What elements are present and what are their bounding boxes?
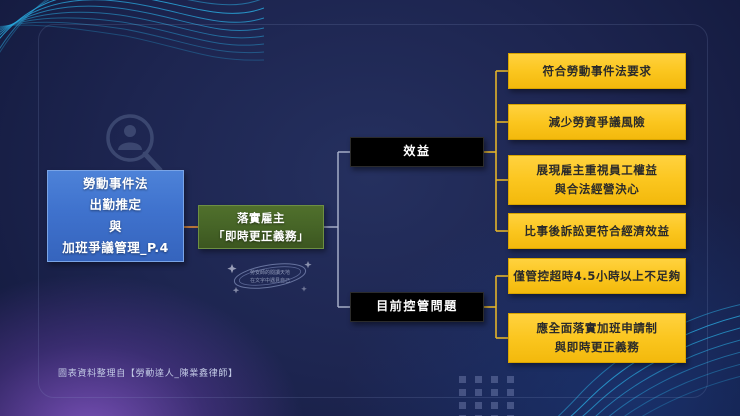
leaf-5-line-2: 與即時更正義務 <box>554 340 640 354</box>
branch-issues-label: 目前控管問題 <box>376 299 458 314</box>
sparkle-swirl-logo: 勞安師的閱讀天地 在文字中遇見自己 <box>218 256 322 296</box>
swirl-decoration-top-left <box>0 0 264 128</box>
leaf-2-line-1: 展現雇主重視員工權益 <box>536 163 658 178</box>
source-caption: 圖表資料整理自【勞動達人_陳業鑫律師】 <box>58 369 238 379</box>
leaf-2-line-2: 與合法經營決心 <box>554 182 640 196</box>
branch-node-current-control-issues[interactable]: 目前控管問題 <box>350 292 484 322</box>
leaf-node-benefit-1[interactable]: 符合勞動事件法要求 <box>508 53 686 89</box>
root-line-4: 加班爭議管理_P.4 <box>62 239 169 255</box>
leaf-node-benefit-3[interactable]: 展現雇主重視員工權益 與合法經營決心 <box>508 155 686 205</box>
dot-grid-decoration <box>459 376 517 416</box>
topic-line-2: 「即時更正義務」 <box>213 228 309 243</box>
search-person-icon <box>100 110 170 184</box>
root-line-2: 出勤推定 <box>89 197 142 213</box>
leaf-node-benefit-4[interactable]: 比事後訴訟更符合經濟效益 <box>508 213 686 249</box>
root-node-labor-incident-act[interactable]: 勞動事件法 出勤推定 與 加班爭議管理_P.4 <box>47 170 184 262</box>
branch-node-benefits[interactable]: 效益 <box>350 137 484 167</box>
leaf-node-issue-1[interactable]: 僅管控超時4.5小時以上不足夠 <box>508 258 686 294</box>
leaf-4-line-1: 僅管控超時4.5小時以上不足夠 <box>513 268 681 283</box>
leaf-3-line-1: 比事後訴訟更符合經濟效益 <box>524 223 670 238</box>
svg-text:在文字中遇見自己: 在文字中遇見自己 <box>250 277 290 284</box>
leaf-1-line-1: 減少勞資爭議風險 <box>548 114 646 129</box>
topic-line-1: 落實雇主 <box>237 210 285 225</box>
root-line-3: 與 <box>108 218 122 234</box>
leaf-5-line-1: 應全面落實加班申請制 <box>536 321 658 336</box>
leaf-0-line-1: 符合勞動事件法要求 <box>542 63 652 78</box>
svg-text:勞安師的閱讀天地: 勞安師的閱讀天地 <box>250 269 290 276</box>
root-line-1: 勞動事件法 <box>82 176 148 192</box>
branch-benefits-label: 效益 <box>403 144 431 159</box>
leaf-node-benefit-2[interactable]: 減少勞資爭議風險 <box>508 104 686 140</box>
topic-node-employer-duty[interactable]: 落實雇主 「即時更正義務」 <box>198 205 324 249</box>
leaf-node-issue-2[interactable]: 應全面落實加班申請制 與即時更正義務 <box>508 313 686 363</box>
